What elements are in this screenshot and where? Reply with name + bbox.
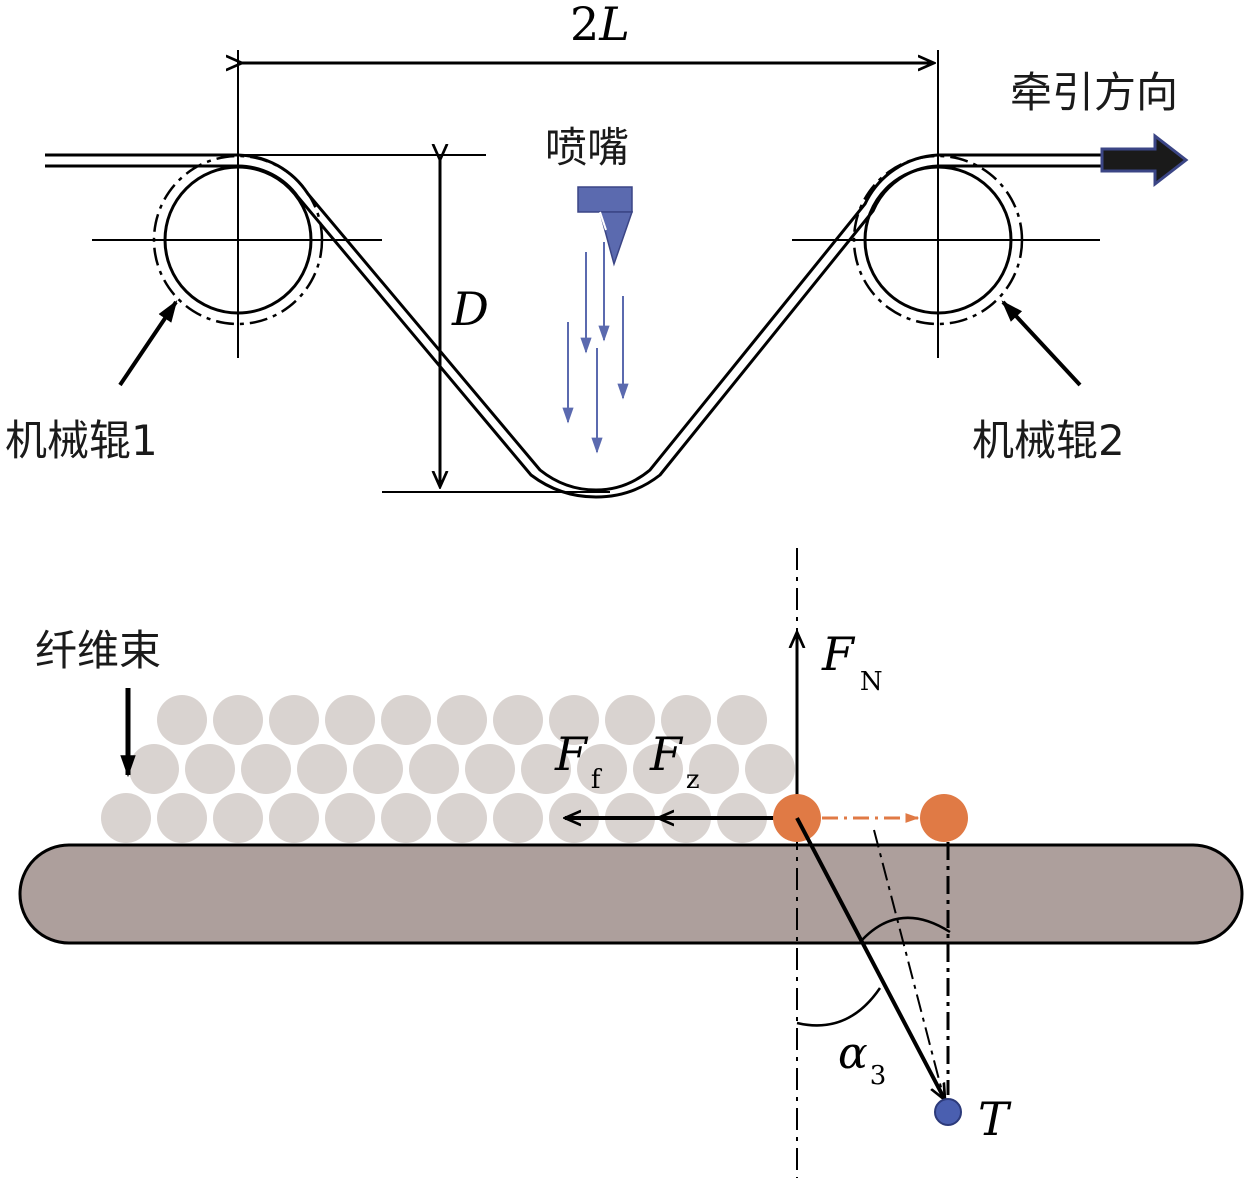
roller-2-pointer-arrow	[1001, 300, 1082, 387]
fiber-strip-outer	[45, 153, 1102, 492]
fiber-circle	[605, 695, 655, 745]
fiber-strip	[45, 153, 1102, 499]
fiber-circle	[297, 744, 347, 794]
fiber-circle	[325, 793, 375, 843]
span-label: 2L	[570, 0, 630, 51]
fiber-circle	[241, 744, 291, 794]
fiber-circle	[213, 793, 263, 843]
tension-dashed-line	[873, 829, 944, 1096]
roller-1-pointer-arrow	[118, 300, 178, 387]
fiber-circle	[661, 695, 711, 745]
normal-force-label: FN	[821, 627, 883, 697]
traction-arrow-icon	[1100, 132, 1189, 188]
tension-arrow	[795, 817, 947, 1100]
spray-arrows	[562, 242, 629, 454]
fiber-circle	[745, 744, 795, 794]
fiber-circle	[381, 793, 431, 843]
fiber-circle	[437, 793, 487, 843]
fiber-circle	[157, 695, 207, 745]
alpha-angle-arc	[796, 987, 882, 1027]
fiber-circle	[213, 695, 263, 745]
traction-label: 牵引方向	[1010, 68, 1178, 117]
tension-label: T	[978, 1092, 1012, 1146]
tension-point	[934, 1098, 962, 1126]
roller-1-label: 机械辊1	[5, 416, 158, 465]
fiber-circle	[353, 744, 403, 794]
nozzle-label: 喷嘴	[545, 123, 629, 172]
fiber-circle	[381, 695, 431, 745]
lower-angle-arc	[861, 916, 951, 941]
fiber-circle	[633, 744, 683, 794]
fiber-circle	[465, 744, 515, 794]
nozzle-icon	[577, 186, 634, 267]
displaced-fiber-dot	[920, 794, 968, 842]
roller-2-label: 机械辊2	[972, 416, 1125, 465]
fiber-circle	[521, 744, 571, 794]
fiber-circle	[577, 744, 627, 794]
fiber-strip-inner	[45, 164, 1102, 499]
angle-label: α3	[838, 1028, 886, 1091]
fiber-circle	[269, 695, 319, 745]
fiber-circle	[493, 695, 543, 745]
fiber-circle	[493, 793, 543, 843]
fiber-circle	[101, 793, 151, 843]
fiber-circle	[437, 695, 487, 745]
fiber-circle	[409, 744, 459, 794]
fiber-circle	[129, 744, 179, 794]
bundle-label: 纤维束	[35, 626, 161, 675]
fiber-circle	[269, 793, 319, 843]
fiber-circle	[185, 744, 235, 794]
top-diagram: 2L D 喷嘴	[5, 0, 1189, 499]
fiber-circle	[325, 695, 375, 745]
fiber-circle	[689, 744, 739, 794]
roller-2	[792, 154, 1100, 326]
depth-label: D	[451, 282, 489, 336]
fiber-circle	[717, 695, 767, 745]
roller-body	[18, 843, 1244, 945]
fiber-circle	[157, 793, 207, 843]
fiber-circle	[549, 695, 599, 745]
